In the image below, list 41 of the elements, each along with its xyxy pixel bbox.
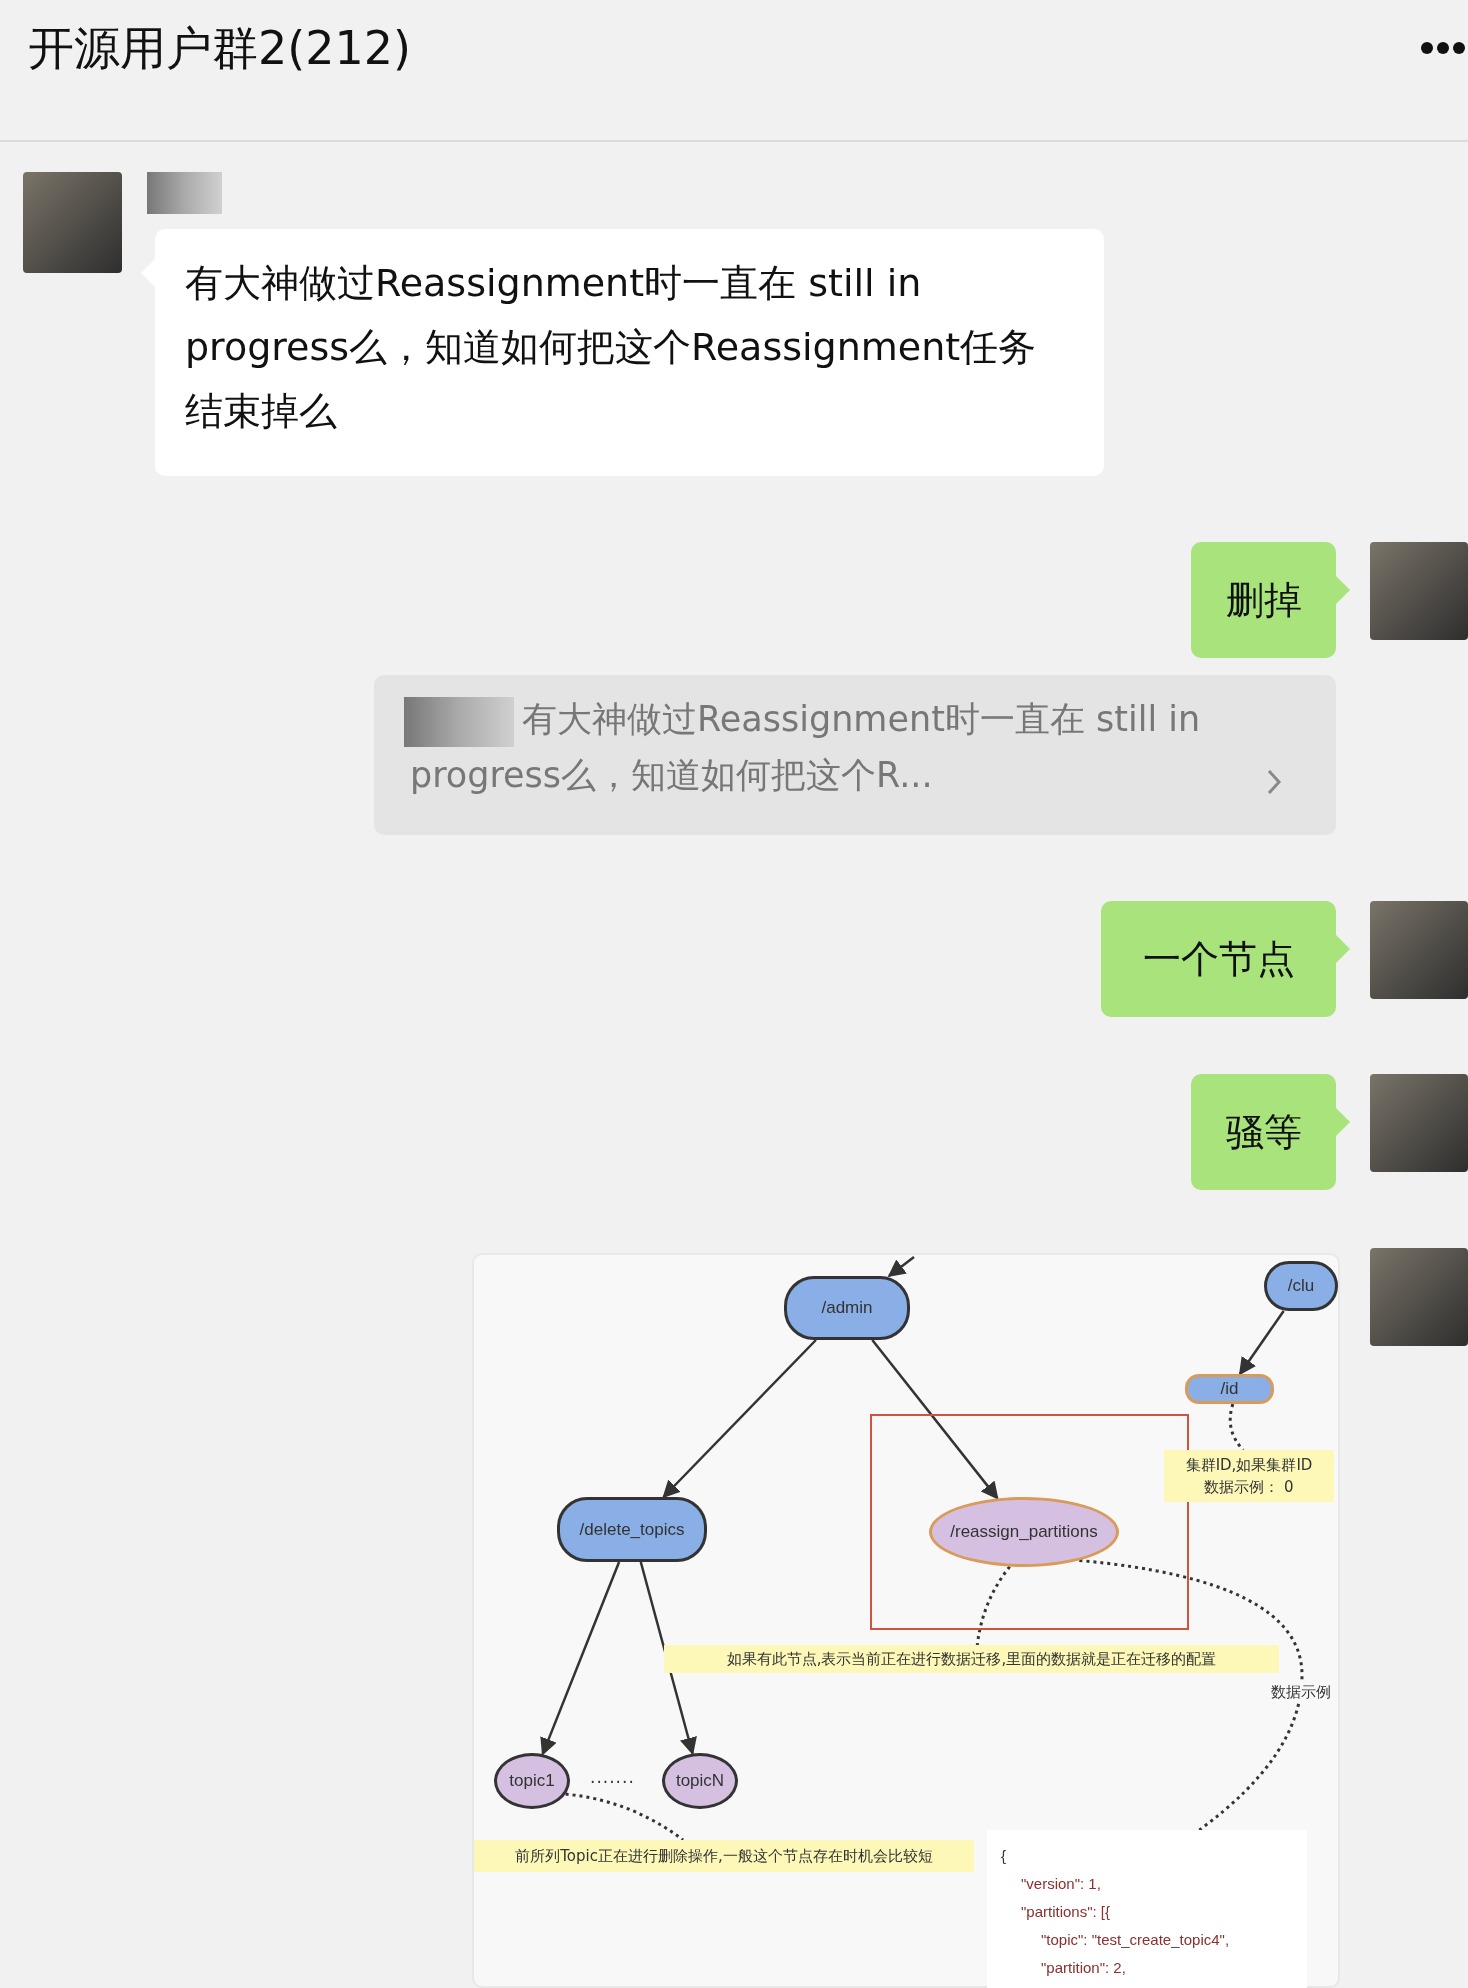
message-text: 一个节点 — [1142, 936, 1295, 983]
node-label: 前所列Topic正在进行删除操作,一般这个节点存在时机会比较短 — [515, 1846, 933, 1866]
arrow — [887, 1256, 915, 1278]
code-line: "partition": 2, — [1040, 1958, 1127, 1978]
code-line: "topic": "test_create_topic4", — [1040, 1930, 1231, 1950]
dotted-connector — [1079, 1558, 1304, 1832]
ellipsis-mark: ....... — [590, 1767, 635, 1787]
node-label: topicN — [675, 1771, 725, 1791]
node-label: /reassign_partitions — [950, 1522, 1098, 1542]
arrow — [662, 1339, 817, 1499]
dotted-connector — [1228, 1403, 1245, 1451]
node-label: /clu — [1287, 1276, 1315, 1296]
message-text: 有大神做过Reassignment时一直在 still in progress么，知道如何把这个Reassignment任务结束掉么 — [185, 260, 1038, 435]
note-label — [474, 1840, 974, 1872]
message-text: 骚等 — [1225, 1109, 1302, 1156]
node-label: topic1 — [509, 1771, 555, 1791]
rounded-node — [1185, 1374, 1274, 1404]
quoted-text: 有大神做过Reassignment时一直在 still in progress么，知道如何把这个R... — [410, 698, 1202, 797]
dotted-connector — [565, 1792, 684, 1842]
code-snippet — [987, 1830, 1307, 1988]
code-line: "partitions": [{ — [1020, 1902, 1112, 1922]
message-text: 删掉 — [1225, 577, 1302, 624]
node-label: /id — [1220, 1379, 1239, 1399]
note-label — [664, 1645, 1279, 1673]
blurred-name — [404, 697, 514, 747]
arrow — [1238, 1310, 1285, 1376]
chat-title: 开源用户群2(212) — [28, 20, 411, 77]
node-label: /delete_topics — [579, 1519, 685, 1540]
dotted-connector — [975, 1565, 1011, 1646]
image-card — [472, 1253, 1340, 1988]
node-label: 集群ID,如果集群ID 数据示例： 0 — [1184, 1455, 1314, 1498]
node-label: 如果有此节点,表示当前正在进行数据迁移,里面的数据就是正在迁移的配置 — [726, 1649, 1217, 1669]
rounded-node — [1264, 1261, 1338, 1311]
quoted-message — [374, 675, 1336, 835]
ellipse-node — [494, 1753, 570, 1809]
rounded-node — [557, 1497, 707, 1562]
rounded-node — [784, 1276, 910, 1340]
note-label — [1164, 1450, 1334, 1502]
node-label: /admin — [821, 1298, 873, 1318]
code-line: { — [1001, 1846, 1007, 1866]
code-line: "version": 1, — [1020, 1874, 1102, 1894]
